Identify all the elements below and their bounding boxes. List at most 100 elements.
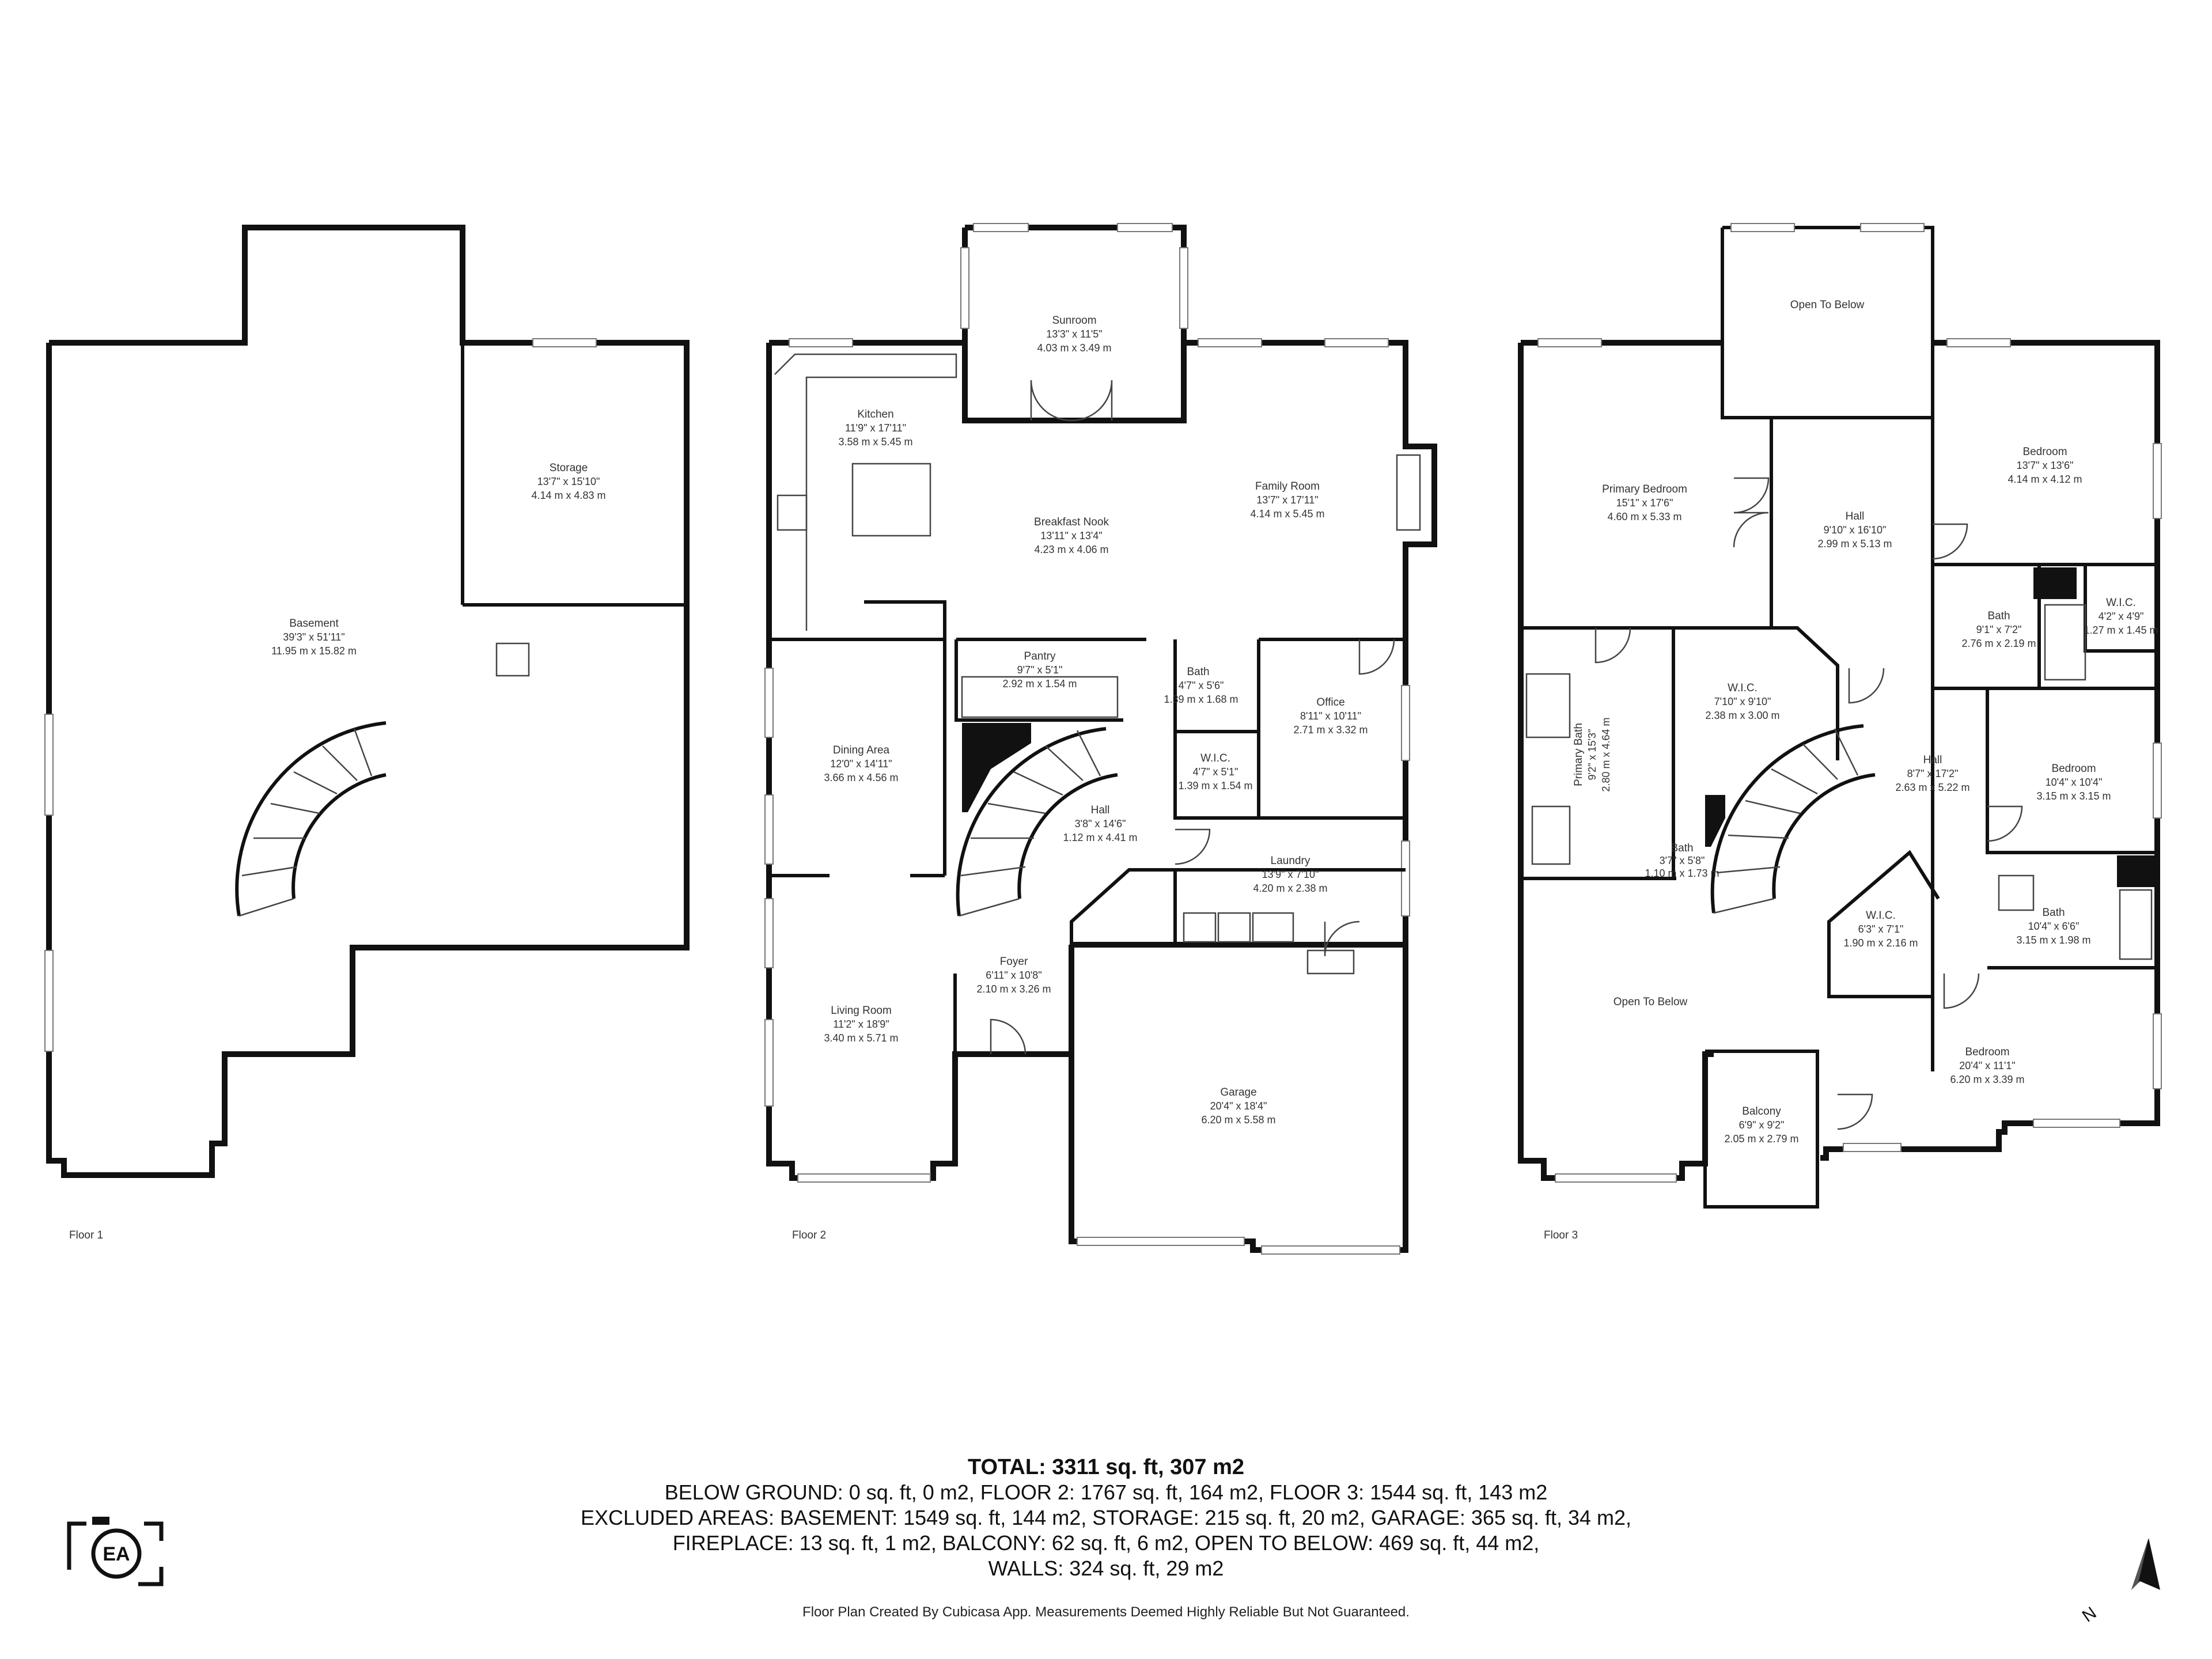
- room-dim-imperial-living-room: 11'2" x 18'9": [833, 1018, 889, 1030]
- total-area: TOTAL: 3311 sq. ft, 307 m2: [967, 1455, 1245, 1479]
- room-dim-imperial-family-room: 13'7" x 17'11": [1256, 494, 1318, 506]
- room-name-bedroom-2: Bedroom: [2051, 763, 2096, 775]
- room-name-bath-upper: Bath: [1987, 610, 2010, 622]
- room-dim-imperial-wic-primary: 7'10" x 9'10": [1714, 696, 1771, 707]
- room-dim-imperial-garage: 20'4" x 18'4": [1210, 1100, 1267, 1112]
- room-dim-imperial-hall: 3'8" x 14'6": [1075, 818, 1126, 830]
- room-name-hall: Hall: [1091, 804, 1110, 816]
- room-dim-metric-family-room: 4.14 m x 5.45 m: [1250, 508, 1324, 520]
- room-name-breakfast-nook: Breakfast Nook: [1034, 516, 1109, 528]
- room-dim-imperial-bath-small: 3'7" x 5'8": [1660, 855, 1705, 866]
- room-dim-metric-breakfast-nook: 4.23 m x 4.06 m: [1034, 544, 1108, 555]
- room-dim-metric-bedroom-1: 4.14 m x 4.12 m: [2008, 474, 2082, 485]
- floor-1-plan: Floor 1 Storage 13'7" x 15'10" 4.14 m x …: [44, 225, 690, 1241]
- room-dim-imperial-wic-small: 4'2" x 4'9": [2099, 611, 2144, 622]
- room-name-storage: Storage: [550, 462, 588, 474]
- room-dim-metric-bath-hall: 3.15 m x 1.98 m: [2016, 934, 2090, 946]
- room-name-wic-primary: W.I.C.: [1728, 682, 1758, 694]
- room-name-laundry: Laundry: [1271, 855, 1310, 867]
- room-dim-imperial-office: 8'11" x 10'11": [1300, 710, 1361, 722]
- room-name-hall-upper: Hall: [1846, 510, 1865, 522]
- room-dim-imperial-laundry: 13'9" x 7'10": [1262, 869, 1319, 880]
- room-name-bath-hall: Bath: [2042, 907, 2065, 919]
- floor-1-label: Floor 1: [69, 1229, 103, 1241]
- room-name-wic-small: W.I.C.: [2106, 597, 2136, 609]
- room-dim-metric-pantry: 2.92 m x 1.54 m: [1002, 678, 1077, 690]
- room-dim-imperial-bedroom-3: 20'4" x 11'1": [1959, 1060, 2015, 1071]
- room-name-wic-hall: W.I.C.: [1866, 910, 1896, 922]
- room-dim-metric-bedroom-3: 6.20 m x 3.39 m: [1950, 1074, 2024, 1085]
- area-summary: TOTAL: 3311 sq. ft, 307 m2 BELOW GROUND:…: [0, 1455, 2212, 1581]
- north-arrow-icon: N: [2079, 1538, 2160, 1626]
- room-name-foyer: Foyer: [1000, 956, 1028, 968]
- area-breakdown-line-1: BELOW GROUND: 0 sq. ft, 0 m2, FLOOR 2: 1…: [664, 1480, 1548, 1504]
- room-dim-metric-garage: 6.20 m x 5.58 m: [1201, 1114, 1275, 1126]
- room-dim-imperial-hall-upper: 9'10" x 16'10": [1824, 524, 1887, 536]
- room-dim-imperial-sunroom: 13'3" x 11'5": [1046, 328, 1102, 340]
- room-dim-metric-wic-hall: 1.90 m x 2.16 m: [1843, 937, 1918, 949]
- room-dim-imperial-wic-hall: 6'3" x 7'1": [1858, 923, 1904, 935]
- room-dim-metric-bath-small: 1.10 m x 1.73 m: [1645, 868, 1719, 879]
- room-dim-imperial-bath-hall: 10'4" x 6'6": [2028, 921, 2080, 932]
- room-dim-imperial-dining-area: 12'0" x 14'11": [830, 758, 892, 770]
- room-name-open-to-below-lower: Open To Below: [1613, 996, 1688, 1008]
- room-dim-metric-hall: 1.12 m x 4.41 m: [1063, 832, 1137, 843]
- room-name-hall-lower: Hall: [1923, 754, 1942, 766]
- room-name-open-to-below-top: Open To Below: [1790, 299, 1865, 311]
- room-dim-metric-bedroom-2: 3.15 m x 3.15 m: [2036, 790, 2111, 802]
- room-dim-imperial-bedroom-1: 13'7" x 13'6": [2017, 460, 2074, 471]
- room-name-living-room: Living Room: [831, 1005, 892, 1017]
- area-breakdown-line-2: EXCLUDED AREAS: BASEMENT: 1549 sq. ft, 1…: [580, 1506, 1632, 1529]
- room-dim-metric-wic-primary: 2.38 m x 3.00 m: [1705, 710, 1779, 721]
- room-dim-imperial-foyer: 6'11" x 10'8": [986, 969, 1041, 981]
- room-dim-metric-living-room: 3.40 m x 5.71 m: [824, 1032, 898, 1044]
- room-dim-metric-sunroom: 4.03 m x 3.49 m: [1037, 342, 1111, 354]
- compass-label: N: [2079, 1603, 2100, 1626]
- room-dim-imperial-basement: 39'3" x 51'11": [283, 631, 344, 643]
- room-name-primary-bath: Primary Bath: [1573, 723, 1585, 786]
- room-dim-metric-kitchen: 3.58 m x 5.45 m: [838, 436, 912, 448]
- room-dim-imperial-storage: 13'7" x 15'10": [537, 476, 600, 487]
- room-dim-imperial-kitchen: 11'9" x 17'11": [845, 422, 906, 434]
- room-dim-imperial-bath-upper: 9'1" x 7'2": [1976, 624, 2022, 635]
- disclaimer-text: Floor Plan Created By Cubicasa App. Meas…: [802, 1604, 1410, 1620]
- room-name-bedroom-3: Bedroom: [1965, 1046, 2009, 1058]
- room-name-bath-small: Bath: [1671, 842, 1693, 854]
- room-dim-imperial-bath: 4'7" x 5'6": [1179, 680, 1224, 691]
- room-name-wic: W.I.C.: [1200, 752, 1230, 764]
- room-name-balcony: Balcony: [1742, 1105, 1781, 1118]
- room-name-sunroom: Sunroom: [1052, 315, 1096, 327]
- room-name-kitchen: Kitchen: [857, 408, 893, 421]
- room-dim-imperial-wic: 4'7" x 5'1": [1193, 766, 1238, 778]
- room-dim-metric-bath-upper: 2.76 m x 2.19 m: [1961, 638, 2036, 649]
- room-dim-metric-laundry: 4.20 m x 2.38 m: [1253, 882, 1327, 894]
- area-breakdown-line-3: FIREPLACE: 13 sq. ft, 1 m2, BALCONY: 62 …: [672, 1531, 1540, 1555]
- room-name-office: Office: [1316, 696, 1344, 709]
- floor-2-plan: Floor 2 Sunroom 13'3" x 11'5" 4.03 m x 3…: [764, 223, 1437, 1255]
- room-dim-metric-basement: 11.95 m x 15.82 m: [271, 645, 357, 657]
- room-name-pantry: Pantry: [1024, 650, 1056, 662]
- room-name-family-room: Family Room: [1255, 480, 1320, 493]
- room-dim-metric-dining-area: 3.66 m x 4.56 m: [824, 772, 898, 783]
- room-dim-metric-bath: 1.39 m x 1.68 m: [1164, 694, 1238, 705]
- room-dim-imperial-pantry: 9'7" x 5'1": [1017, 664, 1063, 676]
- room-dim-metric-office: 2.71 m x 3.32 m: [1293, 724, 1368, 736]
- room-dim-metric-primary-bath: 2.80 m x 4.64 m: [1600, 717, 1612, 791]
- room-name-bedroom-1: Bedroom: [2022, 446, 2067, 458]
- room-dim-imperial-balcony: 6'9" x 9'2": [1739, 1119, 1785, 1131]
- floor-3-label: Floor 3: [1544, 1229, 1578, 1241]
- room-dim-metric-primary-bedroom: 4.60 m x 5.33 m: [1607, 511, 1681, 522]
- room-name-primary-bedroom: Primary Bedroom: [1602, 483, 1687, 495]
- area-breakdown-line-4: WALLS: 324 sq. ft, 29 m2: [988, 1556, 1224, 1580]
- logo-text: EA: [103, 1543, 130, 1565]
- room-dim-imperial-breakfast-nook: 13'11" x 13'4": [1040, 530, 1102, 541]
- room-dim-imperial-primary-bedroom: 15'1" x 17'6": [1616, 497, 1673, 509]
- camera-logo-icon: EA: [67, 1517, 164, 1586]
- room-dim-metric-hall-upper: 2.99 m x 5.13 m: [1817, 538, 1892, 550]
- room-dim-imperial-primary-bath: 9'2" x 15'3": [1586, 729, 1598, 781]
- room-dim-imperial-bedroom-2: 10'4" x 10'4": [2046, 777, 2103, 788]
- room-dim-metric-wic: 1.39 m x 1.54 m: [1178, 780, 1252, 791]
- room-name-dining-area: Dining Area: [833, 744, 890, 756]
- room-dim-imperial-hall-lower: 8'7" x 17'2": [1907, 768, 1959, 779]
